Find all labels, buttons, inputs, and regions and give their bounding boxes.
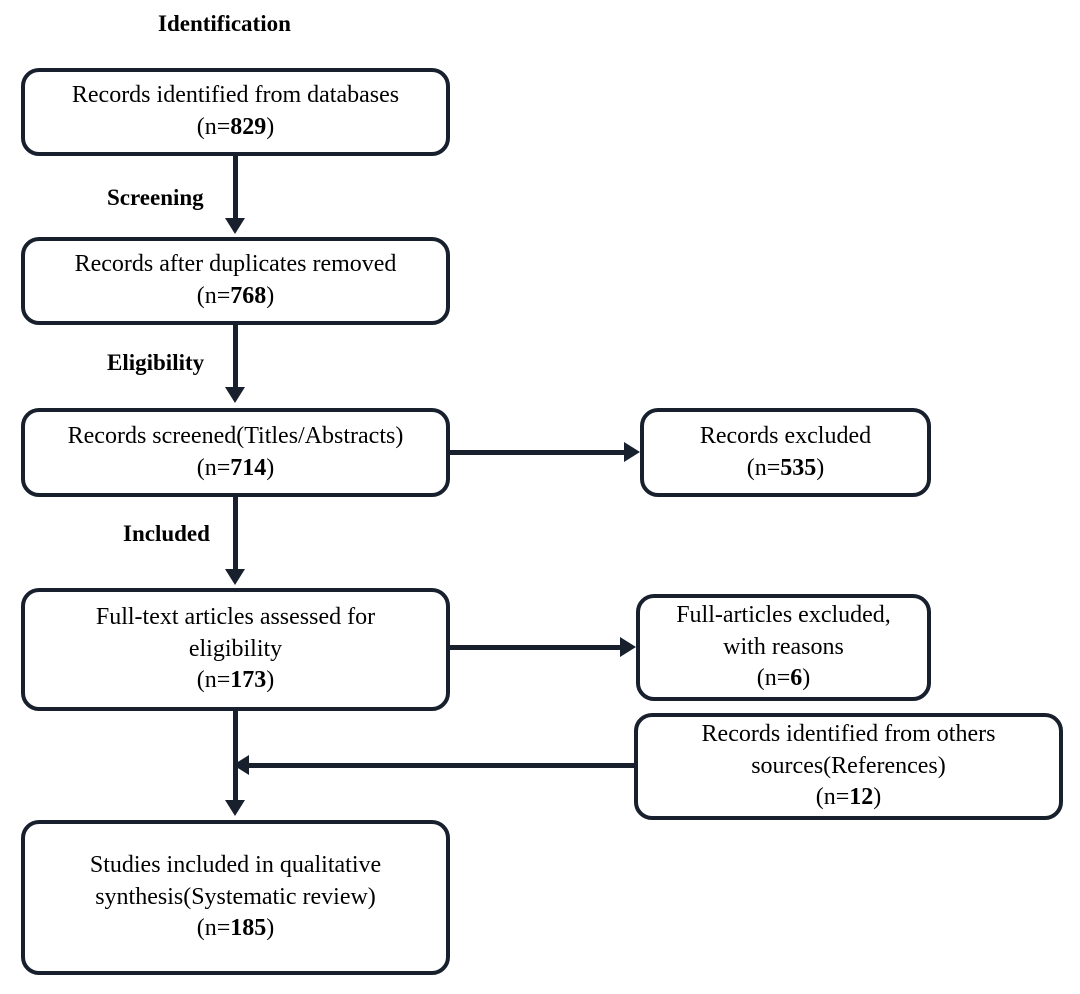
- count-value: 829: [230, 114, 267, 140]
- stage-label-eligibility: Eligibility: [107, 350, 205, 375]
- count-prefix: (n=: [756, 665, 791, 692]
- node-records-screened-count: (n=714): [68, 453, 404, 485]
- connector-other-sources-to-spine: [249, 763, 636, 768]
- count-prefix: (n=: [196, 667, 231, 694]
- node-fulltext-assessed-line2: eligibility: [188, 635, 283, 662]
- node-studies-included-line2: synthesis(Systematic review): [95, 883, 376, 910]
- count-value: 714: [230, 454, 267, 481]
- node-records-after-duplicates-removed: Records after duplicates removed (n=768): [21, 237, 450, 325]
- stage-label-identification: Identification: [158, 11, 291, 36]
- connector-screened-to-fulltext: [233, 497, 238, 573]
- node-records-excluded: Records excluded (n=535): [640, 408, 931, 497]
- connector-fulltext-to-studies-included: [233, 711, 238, 804]
- node-studies-included-line1: Studies included in qualitative: [89, 851, 382, 878]
- stage-label-screening: Screening: [107, 185, 204, 210]
- node-fulltext-articles-assessed: Full-text articles assessed for eligibil…: [21, 588, 450, 711]
- connector-identified-to-duplicates: [233, 156, 238, 222]
- node-records-after-duplicates-count: (n=768): [75, 281, 397, 313]
- count-prefix: (n=: [815, 784, 850, 811]
- count-suffix: ): [266, 454, 275, 481]
- count-suffix: ): [802, 665, 811, 692]
- node-other-sources-count: (n=12): [702, 782, 996, 814]
- count-value: 768: [230, 283, 267, 309]
- node-fulltext-excluded-count: (n=6): [676, 663, 891, 695]
- node-records-identified-line1: Records identified from databases: [71, 82, 400, 109]
- stage-label-included: Included: [123, 521, 210, 546]
- arrow-down-icon-identified-to-duplicates: [225, 218, 245, 234]
- node-records-after-duplicates-line1: Records after duplicates removed: [74, 251, 397, 278]
- count-prefix: (n=: [196, 915, 231, 942]
- count-value: 173: [230, 667, 267, 694]
- count-suffix: ): [266, 114, 275, 140]
- connector-duplicates-to-screened: [233, 325, 238, 391]
- node-records-identified-from-databases: Records identified from databases (n=829…: [21, 68, 450, 156]
- count-prefix: (n=: [196, 114, 231, 140]
- count-prefix: (n=: [746, 454, 781, 481]
- node-records-identified-count: (n=829): [72, 112, 399, 144]
- node-records-excluded-count: (n=535): [700, 453, 871, 485]
- count-suffix: ): [873, 784, 882, 811]
- arrow-down-icon-duplicates-to-screened: [225, 387, 245, 403]
- node-fulltext-assessed-count: (n=173): [96, 665, 375, 697]
- node-fulltext-assessed-line1: Full-text articles assessed for: [95, 603, 376, 630]
- connector-screened-to-excluded: [450, 450, 626, 455]
- count-prefix: (n=: [196, 283, 231, 309]
- node-fulltext-excluded-line2: with reasons: [723, 633, 844, 660]
- node-studies-included-count: (n=185): [90, 913, 381, 945]
- node-records-screened-line1: Records screened(Titles/Abstracts): [67, 422, 404, 449]
- arrow-down-icon-screened-to-fulltext: [225, 569, 245, 585]
- node-records-excluded-line1: Records excluded: [699, 422, 872, 449]
- arrow-down-icon-fulltext-to-studies-included: [225, 800, 245, 816]
- node-other-sources-line2: sources(References): [751, 752, 946, 779]
- node-other-sources-line1: Records identified from others: [701, 720, 996, 747]
- count-value: 12: [849, 784, 874, 811]
- node-fulltext-excluded-line1: Full-articles excluded,: [676, 601, 891, 628]
- node-fulltext-articles-excluded: Full-articles excluded, with reasons (n=…: [636, 594, 931, 701]
- count-value: 6: [790, 665, 803, 692]
- count-suffix: ): [266, 283, 275, 309]
- count-suffix: ): [266, 915, 275, 942]
- count-value: 535: [780, 454, 817, 481]
- arrow-right-icon-fulltext-to-excluded: [620, 637, 636, 657]
- node-records-identified-other-sources: Records identified from others sources(R…: [634, 713, 1063, 820]
- connector-fulltext-to-excluded: [450, 645, 622, 650]
- node-studies-included: Studies included in qualitative synthesi…: [21, 820, 450, 975]
- count-suffix: ): [816, 454, 825, 481]
- count-suffix: ): [266, 667, 275, 694]
- count-prefix: (n=: [196, 454, 231, 481]
- node-records-screened: Records screened(Titles/Abstracts) (n=71…: [21, 408, 450, 497]
- count-value: 185: [230, 915, 267, 942]
- arrow-right-icon-screened-to-excluded: [624, 442, 640, 462]
